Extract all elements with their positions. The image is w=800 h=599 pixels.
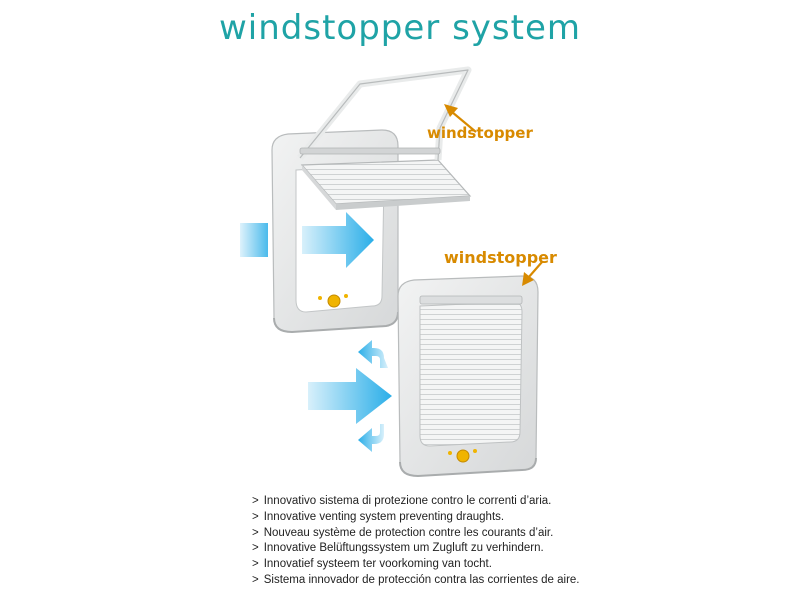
- list-item: > Innovatief systeem ter voorkoming van t…: [252, 557, 580, 573]
- bullet-marker: >: [252, 573, 259, 586]
- bullet-marker: >: [252, 510, 259, 523]
- feature-text-de: Innovative Belüftungssystem um Zugluft z…: [263, 542, 544, 555]
- bullet-marker: >: [252, 542, 259, 555]
- windstopper-callout-bottom: windstopper: [444, 248, 557, 267]
- bullet-marker: >: [252, 526, 259, 539]
- pet-door-closed: [397, 275, 539, 478]
- airflow-arrow-icon: [240, 212, 374, 268]
- feature-text-nl: Innovatief systeem ter voorkoming van to…: [263, 558, 492, 571]
- feature-list: > Innovativo sistema di protezione contro…: [252, 494, 580, 589]
- bullet-marker: >: [252, 495, 259, 507]
- list-item: > Innovative venting system preventing dr…: [252, 510, 580, 526]
- list-item: > Innovativo sistema di protezione contro…: [252, 494, 580, 510]
- page-title: windstopper system: [218, 8, 582, 48]
- windstopper-callout-top: windstopper: [427, 124, 533, 142]
- feature-text-fr: Nouveau système de protection contre les…: [263, 526, 554, 539]
- callout-arrow-bottom-icon: [522, 261, 543, 286]
- airflow-arrow-bottom-icon: [308, 368, 392, 424]
- list-item: > Innovative Belüftungssystem um Zugluft …: [252, 541, 580, 557]
- list-item: > Nouveau système de protection contre le…: [252, 526, 580, 542]
- list-item: > Sistema innovador de protección contra …: [252, 573, 580, 589]
- callout-arrow-top-icon: [444, 104, 477, 133]
- return-arrow-top-icon: [358, 340, 388, 368]
- return-arrow-bottom-icon: [358, 424, 384, 452]
- feature-text-es: Sistema innovador de protección contra l…: [263, 573, 580, 586]
- feature-text-en: Innovative venting system preventing dra…: [263, 510, 505, 523]
- feature-text-it: Innovativo sistema di protezione contro …: [263, 495, 552, 507]
- bullet-marker: >: [252, 558, 259, 571]
